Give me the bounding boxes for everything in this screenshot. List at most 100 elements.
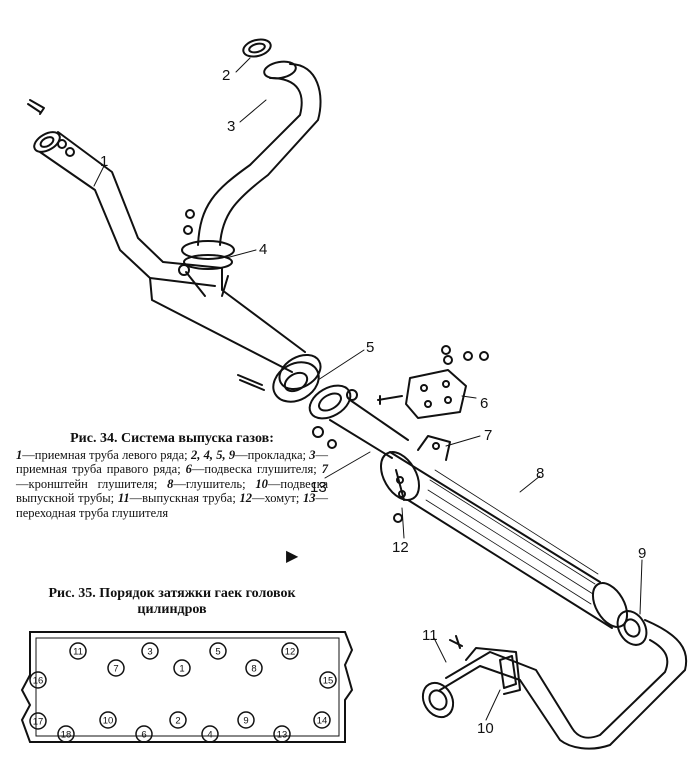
nut-circle bbox=[141, 642, 159, 660]
legend-item: 2, 4, 5, 9—прокладка; bbox=[191, 448, 309, 462]
legend-item-number: 12 bbox=[239, 491, 252, 506]
callout-1: 1 bbox=[100, 153, 108, 170]
nut-mark: 4 bbox=[201, 725, 219, 743]
legend-item: 12—хомут; bbox=[239, 491, 303, 505]
legend-item: 11—выпускная труба; bbox=[118, 491, 240, 505]
figure-34-caption: Рис. 34. Система выпуска газов: 1—приемн… bbox=[16, 431, 328, 521]
nut-circle bbox=[245, 659, 263, 677]
nut-number: 16 bbox=[33, 676, 44, 687]
nut-circle bbox=[29, 712, 47, 730]
nut-circle bbox=[281, 642, 299, 660]
nut-number: 11 bbox=[73, 647, 83, 658]
nut-mark: 10 bbox=[99, 711, 117, 729]
tail-pipe-hanger-10 bbox=[449, 635, 521, 695]
nut-circle bbox=[169, 711, 187, 729]
nut-mark: 18 bbox=[57, 725, 75, 743]
nut-circle bbox=[209, 642, 227, 660]
legend-item-number: 1 bbox=[16, 447, 23, 462]
nut-number: 4 bbox=[207, 730, 212, 741]
callout-6: 6 bbox=[480, 395, 488, 412]
nut-circle bbox=[69, 642, 87, 660]
callout-7: 7 bbox=[484, 427, 492, 444]
legend-item-text: —приемная труба левого ряда; bbox=[22, 447, 191, 462]
nut-number: 7 bbox=[113, 664, 118, 675]
muffler-texture bbox=[423, 469, 599, 615]
clamp-12 bbox=[393, 469, 406, 523]
nut-number: 3 bbox=[147, 647, 152, 658]
nut-number: 6 bbox=[141, 730, 146, 741]
nut-number: 15 bbox=[323, 676, 334, 687]
nut-circle bbox=[273, 725, 291, 743]
tail-pipe bbox=[421, 619, 688, 750]
flange-gasket-5 bbox=[308, 384, 358, 438]
leader-lines bbox=[93, 57, 643, 721]
nut-circle bbox=[237, 711, 255, 729]
nut-mark: 5 bbox=[209, 642, 227, 660]
legend-item-number: 7 bbox=[321, 462, 328, 477]
nut-number: 1 bbox=[179, 664, 184, 675]
nut-mark: 2 bbox=[169, 711, 187, 729]
nut-circle bbox=[173, 659, 191, 677]
nut-mark: 1 bbox=[173, 659, 191, 677]
transition-pipe bbox=[327, 399, 409, 459]
nut-number: 17 bbox=[33, 717, 44, 728]
figure-35-title: Рис. 35. Порядок затяжки гаек головок ци… bbox=[48, 586, 296, 617]
callout-5: 5 bbox=[366, 339, 374, 356]
nut-mark: 7 bbox=[107, 659, 125, 677]
legend-item: 13—переходная труба глушителя bbox=[16, 491, 328, 520]
legend-item: 1—приемная труба левого ряда; bbox=[16, 448, 191, 462]
nut-mark: 9 bbox=[237, 711, 255, 729]
nut-circle bbox=[319, 671, 337, 689]
front-exhaust-pipe bbox=[149, 267, 322, 403]
nut-circle bbox=[135, 725, 153, 743]
legend-item-text: —прокладка; bbox=[235, 447, 310, 462]
cylinder-head-diagram bbox=[20, 631, 354, 743]
legend-item-text: —подвеска глушителя; bbox=[191, 462, 322, 477]
legend-item-text: —кронштейн глушителя; bbox=[16, 476, 168, 491]
intake-pipe-left bbox=[27, 99, 223, 287]
callout-12: 12 bbox=[392, 539, 409, 556]
legend-item-number: 13 bbox=[303, 491, 316, 506]
legend-item: 7 —кронштейн глушителя; bbox=[16, 462, 328, 491]
nut-mark: 14 bbox=[313, 711, 331, 729]
legend-item-text: —хомут; bbox=[251, 491, 304, 506]
nut-circle bbox=[29, 671, 47, 689]
nut-mark: 16 bbox=[29, 671, 47, 689]
nut-mark: 13 bbox=[273, 725, 291, 743]
nut-mark: 8 bbox=[245, 659, 263, 677]
legend-item-text: —приемная труба правого ряда; bbox=[16, 447, 328, 477]
nut-mark: 11 bbox=[69, 642, 87, 660]
callout-10: 10 bbox=[477, 720, 494, 737]
nut-number: 5 bbox=[215, 647, 220, 658]
muffler bbox=[380, 451, 629, 629]
nut-circle bbox=[313, 711, 331, 729]
callout-13: 13 bbox=[310, 479, 327, 496]
legend-item: 3—приемная труба правого ряда; bbox=[16, 448, 328, 477]
intake-pipe-right bbox=[178, 38, 322, 297]
page-arrow-icon: ▶ bbox=[286, 548, 299, 565]
nut-number: 18 bbox=[61, 730, 72, 741]
nut-number: 13 bbox=[277, 730, 288, 741]
nut-circle bbox=[99, 711, 117, 729]
nut-number: 10 bbox=[103, 716, 114, 727]
callout-4: 4 bbox=[259, 241, 267, 258]
nut-circle bbox=[201, 725, 219, 743]
figure-34-title: Рис. 34. Система выпуска газов: bbox=[70, 431, 274, 446]
legend-item-text: —переходная труба глушителя bbox=[16, 491, 329, 520]
nut-mark: 6 bbox=[135, 725, 153, 743]
legend-item-number: 10 bbox=[255, 476, 268, 491]
muffler-hanger-6 bbox=[377, 345, 489, 419]
legend-item-text: —выпускная труба; bbox=[129, 491, 240, 506]
nut-number: 9 bbox=[243, 716, 248, 727]
nut-number: 12 bbox=[285, 647, 296, 658]
legend-item-number: 6 bbox=[185, 462, 192, 477]
nut-mark: 15 bbox=[319, 671, 337, 689]
callout-9: 9 bbox=[638, 545, 646, 562]
nut-number: 8 bbox=[251, 664, 256, 675]
callout-3: 3 bbox=[227, 118, 235, 135]
nut-circle bbox=[107, 659, 125, 677]
callout-11: 11 bbox=[422, 627, 438, 644]
nut-mark: 3 bbox=[141, 642, 159, 660]
